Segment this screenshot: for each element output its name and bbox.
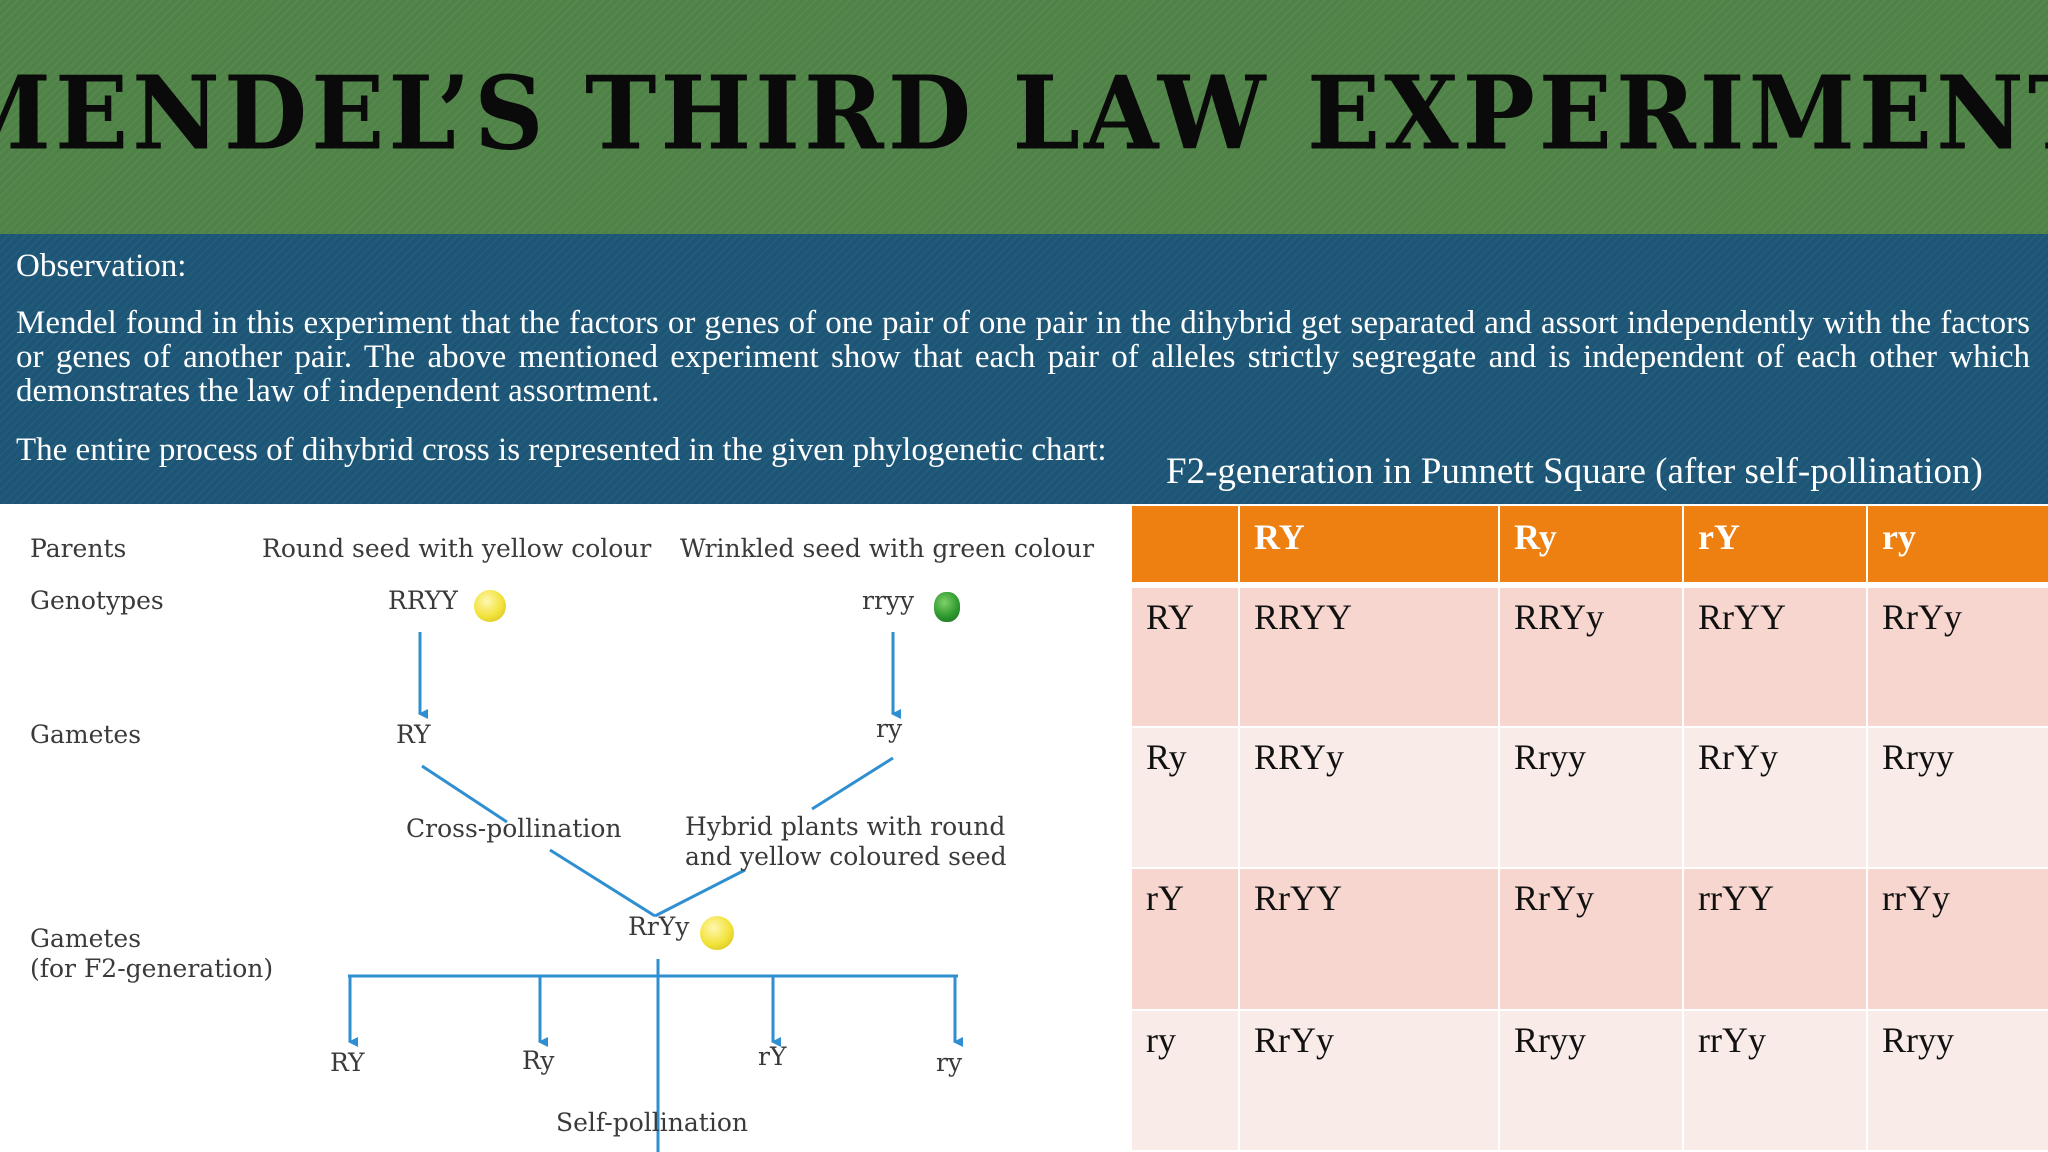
- hybrid-yellow-seed-icon: [700, 916, 734, 950]
- cross-line-left-lower: [549, 848, 656, 918]
- diagram-lines: [348, 632, 963, 1152]
- cross-pollination-label: Cross-pollination: [406, 814, 622, 843]
- punnett-cell: RRYY: [1238, 584, 1500, 728]
- punnett-row-label: rY: [1130, 867, 1240, 1011]
- f2-gamete-4: ry: [936, 1048, 963, 1077]
- punnett-cell: RrYy: [1866, 584, 2048, 728]
- hybrid-genotype: RrYy: [628, 912, 690, 941]
- f2-gametes-label-line1: Gametes: [30, 924, 142, 953]
- punnett-cell: RrYy: [1238, 1008, 1500, 1152]
- punnett-row: rY RrYY RrYy rrYY rrYy: [1130, 867, 2048, 1011]
- punnett-caption: F2-generation in Punnett Square (after s…: [1166, 451, 1983, 492]
- punnett-header-cell: Ry: [1498, 504, 1684, 586]
- genotype-rryy-dominant: RRYY: [388, 586, 458, 615]
- punnett-cell: Rryy: [1498, 725, 1684, 869]
- punnett-row-label: Ry: [1130, 725, 1240, 869]
- gamete-ry-recessive: ry: [876, 714, 903, 743]
- gamete-ry-dominant: RY: [396, 720, 431, 749]
- parents-label: Parents: [30, 534, 127, 563]
- parent2-description: Wrinkled seed with green colour: [680, 534, 1095, 563]
- punnett-cell: rrYY: [1682, 867, 1868, 1011]
- parent1-description: Round seed with yellow colour: [262, 534, 652, 563]
- punnett-cell: RRYy: [1498, 584, 1684, 728]
- f2-gametes-label-line2: (for F2-generation): [30, 954, 274, 983]
- genotype-rryy-recessive: rryy: [862, 586, 915, 615]
- punnett-row: RY RRYY RRYy RrYY RrYy: [1130, 584, 2048, 728]
- punnett-header-cell: ry: [1866, 504, 2048, 586]
- process-line: The entire process of dihybrid cross is …: [16, 432, 1107, 468]
- title-band: MENDEL’S THIRD LAW EXPERIMENT: [0, 0, 2048, 234]
- dihybrid-cross-diagram: Parents Round seed with yellow colour Wr…: [0, 504, 1130, 1152]
- self-pollination-label: Self-pollination: [556, 1108, 748, 1137]
- cross-line-right-upper: [811, 756, 894, 811]
- genotypes-label: Genotypes: [30, 586, 164, 615]
- punnett-cell: Rryy: [1866, 725, 2048, 869]
- punnett-cell: Rryy: [1866, 1008, 2048, 1152]
- punnett-header-cell: RY: [1238, 504, 1500, 586]
- observation-heading: Observation:: [16, 248, 187, 284]
- punnett-header-row: RY Ry rY ry: [1130, 504, 2048, 586]
- punnett-cell: RrYy: [1498, 867, 1684, 1011]
- f2-gamete-3: rY: [758, 1042, 787, 1071]
- punnett-row: Ry RRYy Rryy RrYy Rryy: [1130, 725, 2048, 869]
- punnett-row-label: RY: [1130, 584, 1240, 728]
- punnett-square: RY Ry rY ry RY RRYY RRYy RrYY RrYy Ry RR…: [1130, 504, 2048, 1152]
- punnett-row: ry RrYy Rryy rrYy Rryy: [1130, 1008, 2048, 1152]
- hybrid-description-line2: and yellow coloured seed: [685, 842, 1007, 871]
- punnett-header-cell: rY: [1682, 504, 1868, 586]
- green-seed-icon: [934, 592, 960, 622]
- observation-band: Observation: Mendel found in this experi…: [0, 234, 2048, 504]
- cross-line-left-upper: [421, 764, 508, 824]
- slide-title: MENDEL’S THIRD LAW EXPERIMENT: [0, 53, 2048, 173]
- yellow-seed-icon: [474, 590, 506, 622]
- gametes-label: Gametes: [30, 720, 142, 749]
- punnett-header-corner: [1130, 504, 1240, 586]
- punnett-cell: RrYY: [1682, 584, 1868, 728]
- punnett-cell: RrYy: [1682, 725, 1868, 869]
- punnett-row-label: ry: [1130, 1008, 1240, 1152]
- hybrid-description-line1: Hybrid plants with round: [685, 812, 1006, 841]
- cross-line-right-lower: [654, 868, 746, 918]
- punnett-cell: rrYy: [1866, 867, 2048, 1011]
- punnett-cell: rrYy: [1682, 1008, 1868, 1152]
- punnett-cell: Rryy: [1498, 1008, 1684, 1152]
- observation-body: Mendel found in this experiment that the…: [16, 305, 2030, 409]
- f2-gamete-1: RY: [330, 1048, 365, 1077]
- punnett-cell: RRYy: [1238, 725, 1500, 869]
- f2-gamete-2: Ry: [522, 1046, 555, 1075]
- punnett-cell: RrYY: [1238, 867, 1500, 1011]
